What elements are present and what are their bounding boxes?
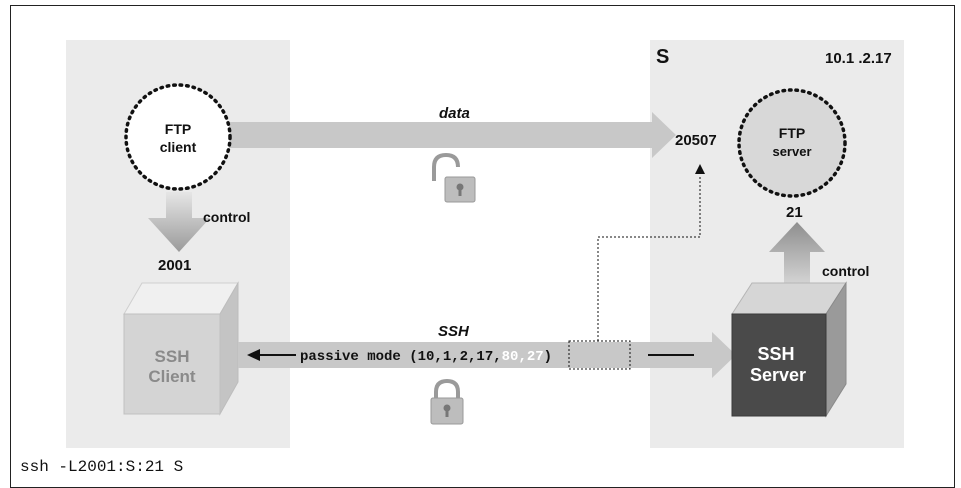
passive-mode-text: passive mode (10,1,2,17,80,27)	[300, 349, 552, 365]
ssh-server-box	[731, 281, 847, 418]
port-pointer-arrowhead	[695, 164, 705, 174]
ssh-client-box	[123, 281, 239, 416]
ftp-client-label-line1: FTP	[165, 121, 191, 137]
open-padlock-icon	[432, 152, 476, 203]
closed-padlock-icon	[430, 378, 464, 425]
control-arrow-down	[148, 192, 210, 252]
server-host-label: S	[656, 46, 669, 68]
control-label-right: control	[822, 263, 869, 279]
ftp-client-label-line2: client	[160, 139, 197, 155]
passive-left-arrowhead	[247, 349, 260, 361]
ftp-client-node	[124, 83, 232, 191]
passive-mode-suffix: )	[544, 349, 552, 365]
ssh-tunnel-arrow	[238, 332, 736, 378]
server-ip-label: 10.1 .2.17	[825, 50, 892, 67]
ssh-server-label-line2: Server	[750, 365, 806, 385]
port-2001-label: 2001	[158, 257, 191, 274]
data-label: data	[439, 105, 470, 122]
port-pointer-dotted-line	[597, 176, 701, 341]
ssh-server-label-line1: SSH	[757, 344, 794, 364]
ssh-command-text: ssh -L2001:S:21 S	[20, 458, 183, 476]
ssh-label: SSH	[438, 323, 470, 340]
port-20507-label: 20507	[675, 132, 717, 149]
ssh-client-label-line2: Client	[148, 367, 196, 386]
passive-mode-prefix: passive mode (10,1,2,17,	[300, 349, 502, 365]
ssh-client-label-line1: SSH	[155, 347, 190, 366]
ftp-server-label-line1: FTP	[779, 125, 805, 141]
control-arrow-up	[769, 222, 825, 300]
control-label-left: control	[203, 209, 250, 225]
data-arrow	[180, 112, 676, 158]
passive-mode-port: 80,27	[502, 349, 544, 365]
port-21-label: 21	[786, 204, 803, 221]
ftp-server-node	[737, 88, 847, 198]
passive-port-highlight-box	[568, 340, 631, 370]
ftp-server-label-line2: server	[772, 144, 811, 159]
